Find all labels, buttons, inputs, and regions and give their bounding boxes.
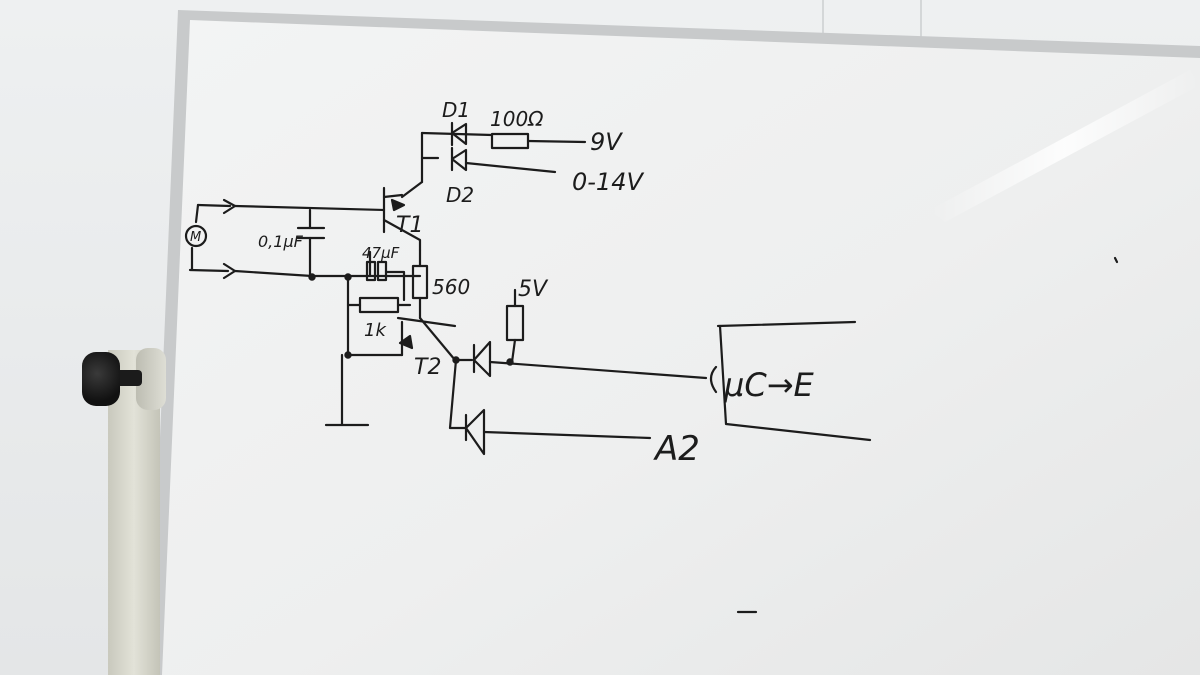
- label-9v: 9V: [590, 128, 623, 156]
- label-560: 560: [432, 275, 470, 299]
- label-a2: A2: [653, 429, 700, 469]
- wall-seam: [920, 0, 922, 40]
- wall-seam: [822, 0, 824, 40]
- label-5v: 5V: [518, 277, 549, 302]
- label-t2: T2: [414, 355, 441, 380]
- label-t1: T1: [396, 213, 423, 238]
- label-d2: D2: [446, 183, 474, 207]
- label-47uf: 47µF: [362, 244, 400, 262]
- light-glare: [930, 70, 1200, 222]
- schematic-labels: D1 100Ω 9V D2 0-14V T1 M 0,1µF 47µF 560 …: [190, 98, 815, 469]
- label-motor: M: [190, 230, 201, 245]
- label-d1: D1: [442, 98, 470, 122]
- label-100-ohm: 100Ω: [490, 107, 544, 131]
- circuit-schematic: [184, 121, 1119, 614]
- label-uc-e: µC→E: [723, 366, 815, 404]
- label-1k: 1k: [364, 320, 387, 341]
- label-0-14v: 0-14V: [572, 168, 644, 196]
- adjustment-knob[interactable]: [82, 352, 120, 406]
- whiteboard-surface: [162, 20, 1200, 675]
- label-0-1uf: 0,1µF: [258, 232, 304, 251]
